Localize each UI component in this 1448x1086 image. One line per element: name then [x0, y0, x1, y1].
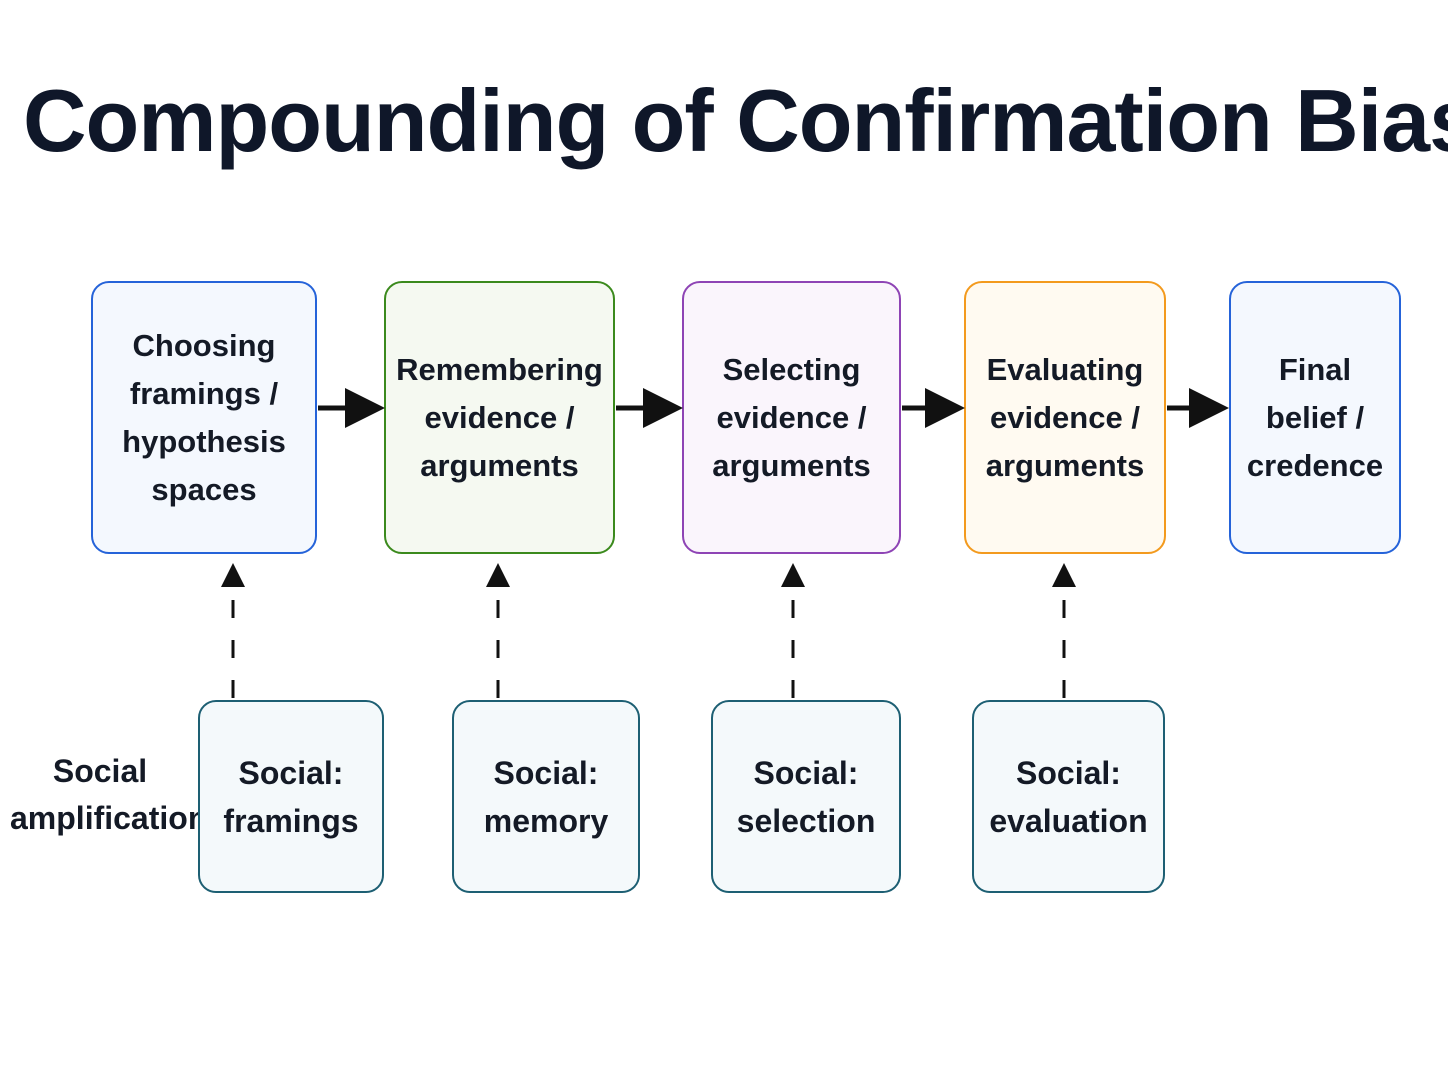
social-amplification-label: Social amplification — [10, 753, 208, 836]
social-label-memory: Social: memory — [483, 754, 609, 839]
stage-label-framings: Choosing framings / hypothesis spaces — [122, 327, 286, 507]
social-label-evaluation: Social: evaluation — [989, 754, 1148, 839]
stage-label-remembering: Remembering evidence / arguments — [396, 351, 603, 483]
stage-box-framings: Choosing framings / hypothesis spaces — [91, 281, 317, 554]
stage-label-evaluating: Evaluating evidence / arguments — [985, 351, 1145, 483]
stage-box-final-belief: Final belief / credence — [1229, 281, 1401, 554]
stage-box-selecting: Selecting evidence / arguments — [682, 281, 901, 554]
social-box-memory: Social: memory — [452, 700, 640, 893]
stage-box-evaluating: Evaluating evidence / arguments — [964, 281, 1166, 554]
social-box-evaluation: Social: evaluation — [972, 700, 1165, 893]
social-label-framings: Social: framings — [223, 754, 359, 839]
stage-label-final-belief: Final belief / credence — [1246, 351, 1384, 483]
social-box-selection: Social: selection — [711, 700, 901, 893]
diagram-title: Compounding of Confirmation Bias — [22, 71, 1448, 170]
stage-box-remembering: Remembering evidence / arguments — [384, 281, 615, 554]
stage-label-selecting: Selecting evidence / arguments — [712, 351, 871, 483]
social-label-selection: Social: selection — [736, 754, 876, 839]
social-box-framings: Social: framings — [198, 700, 384, 893]
